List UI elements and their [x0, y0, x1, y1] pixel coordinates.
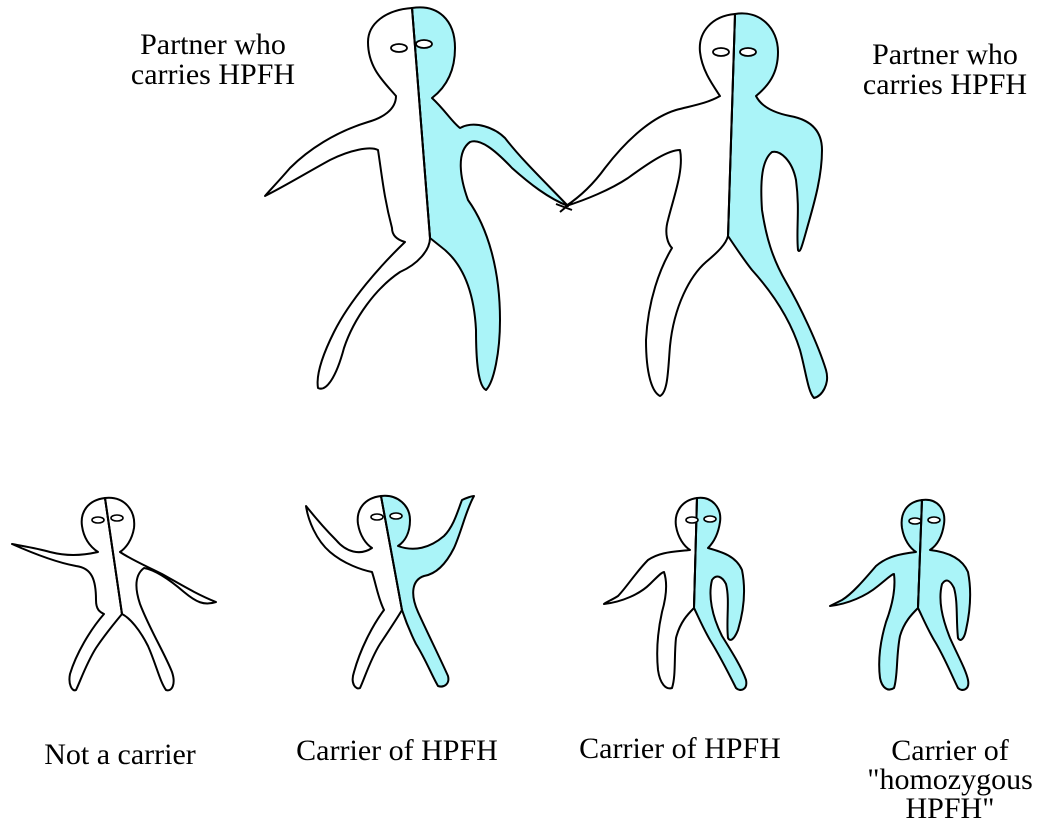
- child-2-figure: [306, 496, 474, 689]
- child-3-eye-right: [704, 516, 716, 522]
- child-3-eye-left: [686, 517, 698, 523]
- child-3-label-line-1: Carrier of HPFH: [555, 734, 805, 764]
- parent-right-figure: [556, 13, 827, 398]
- child-2-label-line-1: Carrier of HPFH: [272, 736, 522, 766]
- parent-right-eye-left: [713, 48, 729, 56]
- child-3-figure: [604, 498, 746, 690]
- parent-left-label-line-1: Partner who: [108, 30, 318, 60]
- child-4-label-line-2: "homozygous: [855, 765, 1045, 794]
- child-4-figure: [830, 500, 970, 690]
- parent-right-label-line-1: Partner who: [840, 40, 1050, 70]
- child-2-label: Carrier of HPFH: [272, 736, 522, 766]
- child-2-eye-left: [371, 514, 383, 520]
- parent-left-label-line-2: carries HPFH: [108, 60, 318, 90]
- child-4-left-half: [830, 500, 922, 690]
- child-1-eye-left: [92, 517, 104, 523]
- child-1-figure: [12, 498, 216, 690]
- parent-right-eye-right: [740, 48, 756, 56]
- child-4-label-line-1: Carrier of: [855, 736, 1045, 765]
- parent-right-white-half: [566, 14, 735, 396]
- parent-right-label: Partner who carries HPFH: [840, 40, 1050, 100]
- child-1-left-half: [12, 498, 122, 690]
- parent-right-label-line-2: carries HPFH: [840, 70, 1050, 100]
- child-4-label-line-3: HPFH": [855, 794, 1045, 823]
- parent-left-eye-left: [391, 44, 407, 52]
- child-1-right-half: [105, 498, 216, 690]
- child-3-white-half: [604, 498, 697, 688]
- child-1-label-line-1: Not a carrier: [10, 740, 230, 770]
- child-4-label: Carrier of "homozygous HPFH": [855, 736, 1045, 823]
- child-3-label: Carrier of HPFH: [555, 734, 805, 764]
- parent-left-eye-right: [416, 40, 432, 48]
- child-3-cyan-half: [694, 498, 746, 690]
- parent-right-cyan-half: [728, 13, 827, 398]
- child-1-label: Not a carrier: [10, 740, 230, 770]
- parent-left-cyan-half: [412, 7, 568, 390]
- parent-left-label: Partner who carries HPFH: [108, 30, 318, 90]
- child-2-eye-right: [390, 513, 402, 519]
- child-1-eye-right: [111, 515, 123, 521]
- child-4-eye-right: [928, 517, 940, 523]
- child-4-right-half: [918, 500, 970, 690]
- child-4-eye-left: [909, 518, 921, 524]
